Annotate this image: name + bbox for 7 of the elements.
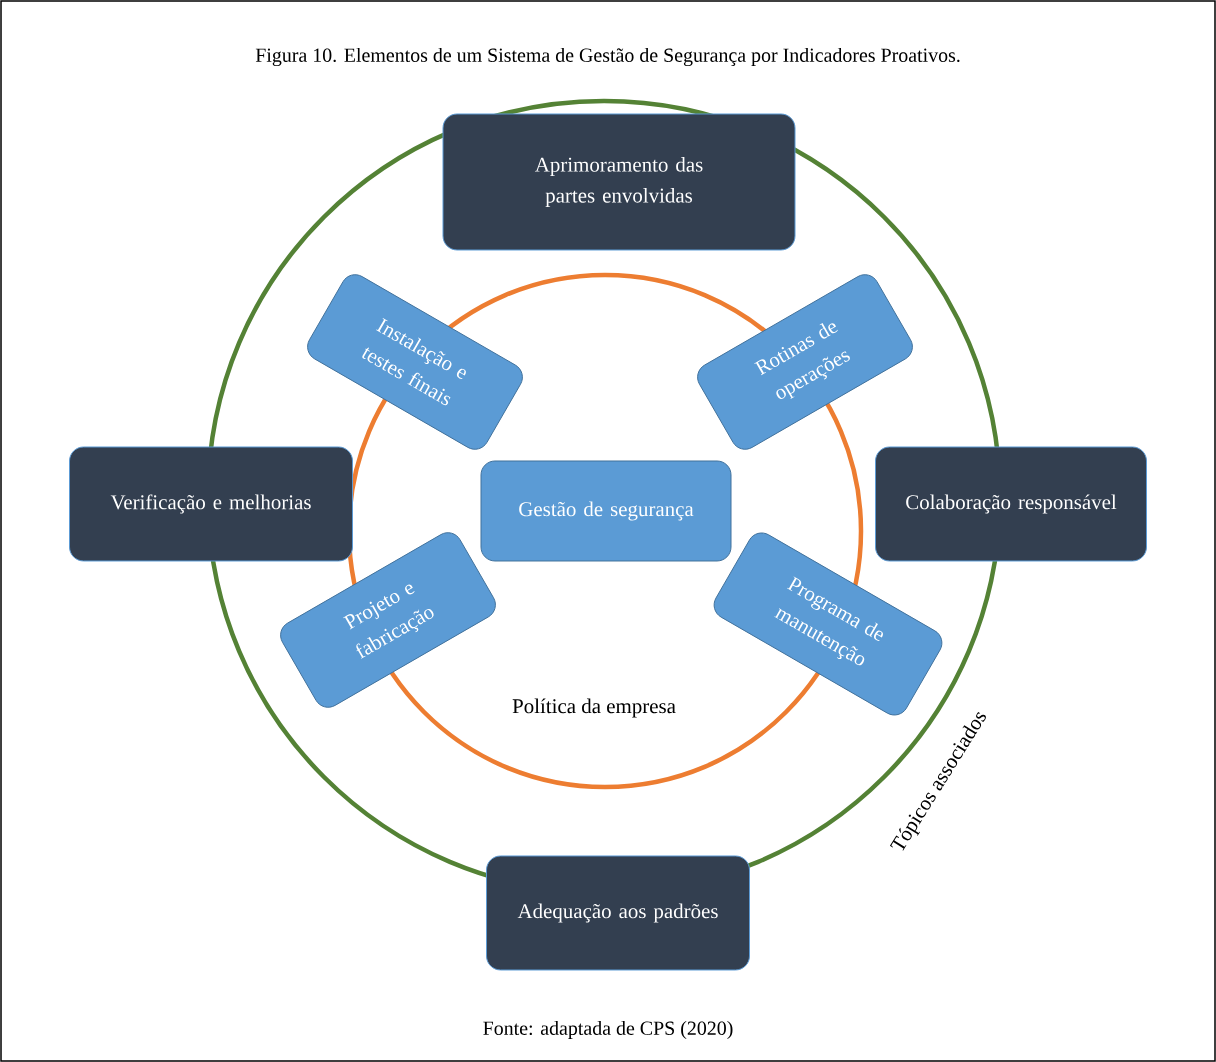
ring-label: Política da empresa xyxy=(512,698,676,718)
topic-box: Colaboração responsável xyxy=(875,446,1147,562)
topic-box: Adequação aos padrões xyxy=(486,855,750,971)
figure-title: Figura 10. Elementos de um Sistema de Gestão de Segurança por Indicadores Proativos. xyxy=(255,47,960,67)
topic-box: Verificação e melhorias xyxy=(69,446,353,562)
element-box: Gestão de segurança xyxy=(480,460,732,562)
source-note: Fonte: adaptada de CPS (2020) xyxy=(483,1020,733,1039)
